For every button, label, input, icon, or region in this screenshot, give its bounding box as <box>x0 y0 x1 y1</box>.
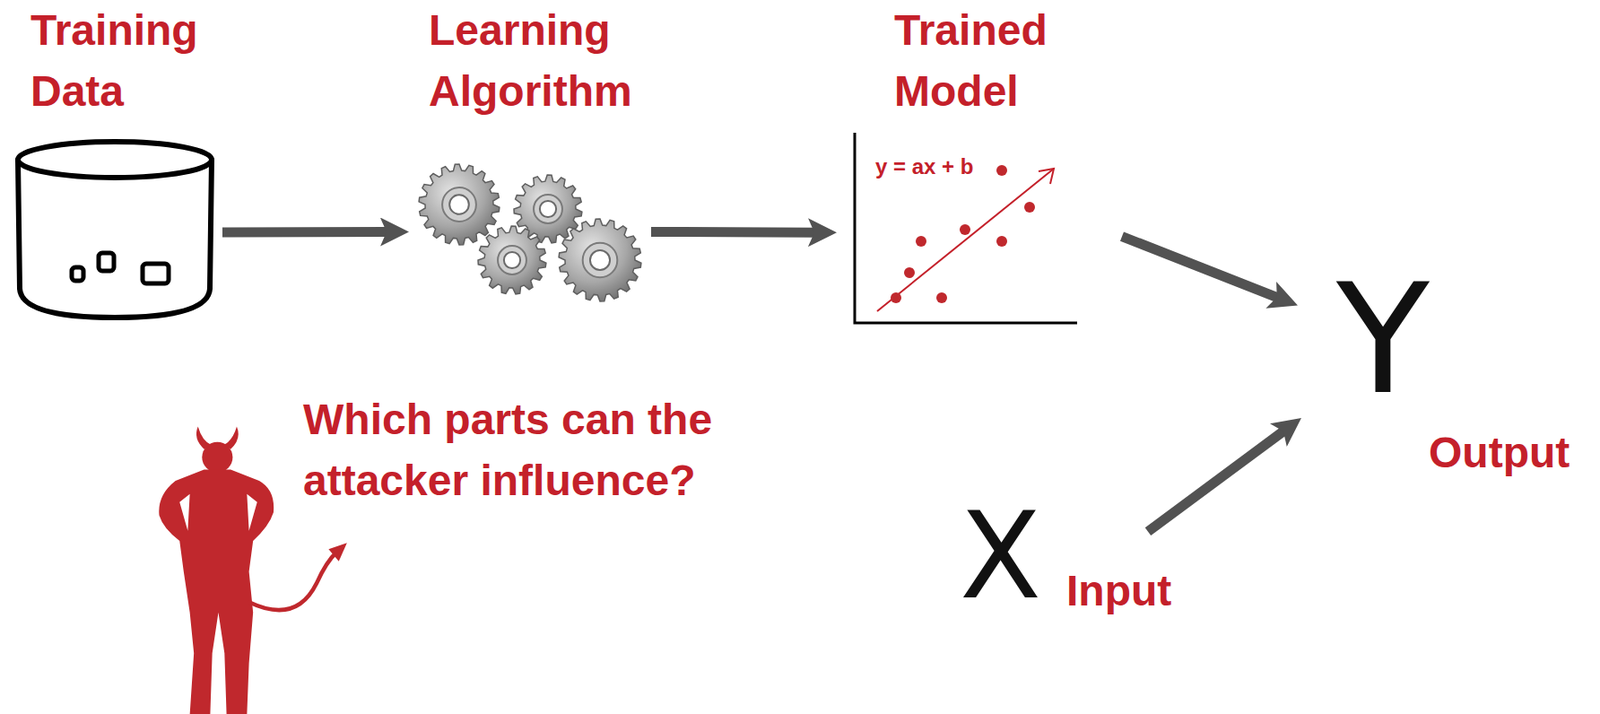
regression-line <box>877 168 1054 312</box>
cylinder-top <box>17 141 212 178</box>
data-record <box>98 252 114 271</box>
data-point <box>1024 201 1035 213</box>
output-label: Output <box>1428 426 1570 479</box>
data-point <box>959 224 971 235</box>
input-label: Input <box>1066 565 1172 618</box>
output-symbol: YOutput <box>1336 262 1430 416</box>
flow-arrow <box>222 226 388 238</box>
data-point <box>936 292 948 304</box>
gear <box>478 226 547 295</box>
algorithm-gears: Learning Algorithm <box>416 163 644 304</box>
node-heading: Training Data <box>30 0 246 122</box>
data-record <box>71 267 84 281</box>
database-cylinder: Training Data <box>12 138 218 323</box>
data-point <box>996 165 1008 176</box>
model-chart: Trained Modely = ax + b <box>852 132 1078 325</box>
data-point <box>904 267 915 279</box>
cylinder-body <box>17 159 212 318</box>
gear <box>418 164 500 245</box>
gears-shape <box>416 163 644 304</box>
chart-axes <box>854 132 1078 323</box>
node-heading: Learning Algorithm <box>428 0 671 122</box>
data-point <box>890 292 902 304</box>
gear <box>558 218 642 302</box>
output-variable: Y <box>1336 262 1430 416</box>
question-label: Which parts can the attacker influence? <box>303 389 770 512</box>
input-variable: X <box>959 496 1042 617</box>
flow-arrow <box>1147 430 1285 531</box>
regression-arrowhead <box>1038 168 1054 184</box>
node-heading: Trained Model <box>894 0 1092 122</box>
flow-arrow <box>1121 236 1279 298</box>
database-shape <box>12 138 218 323</box>
equation-label: y = ax + b <box>875 154 974 181</box>
data-point <box>996 235 1008 247</box>
input-symbol: XInput <box>959 496 1043 617</box>
data-record <box>142 263 169 284</box>
flow-arrow <box>651 226 816 238</box>
data-point <box>915 235 927 247</box>
